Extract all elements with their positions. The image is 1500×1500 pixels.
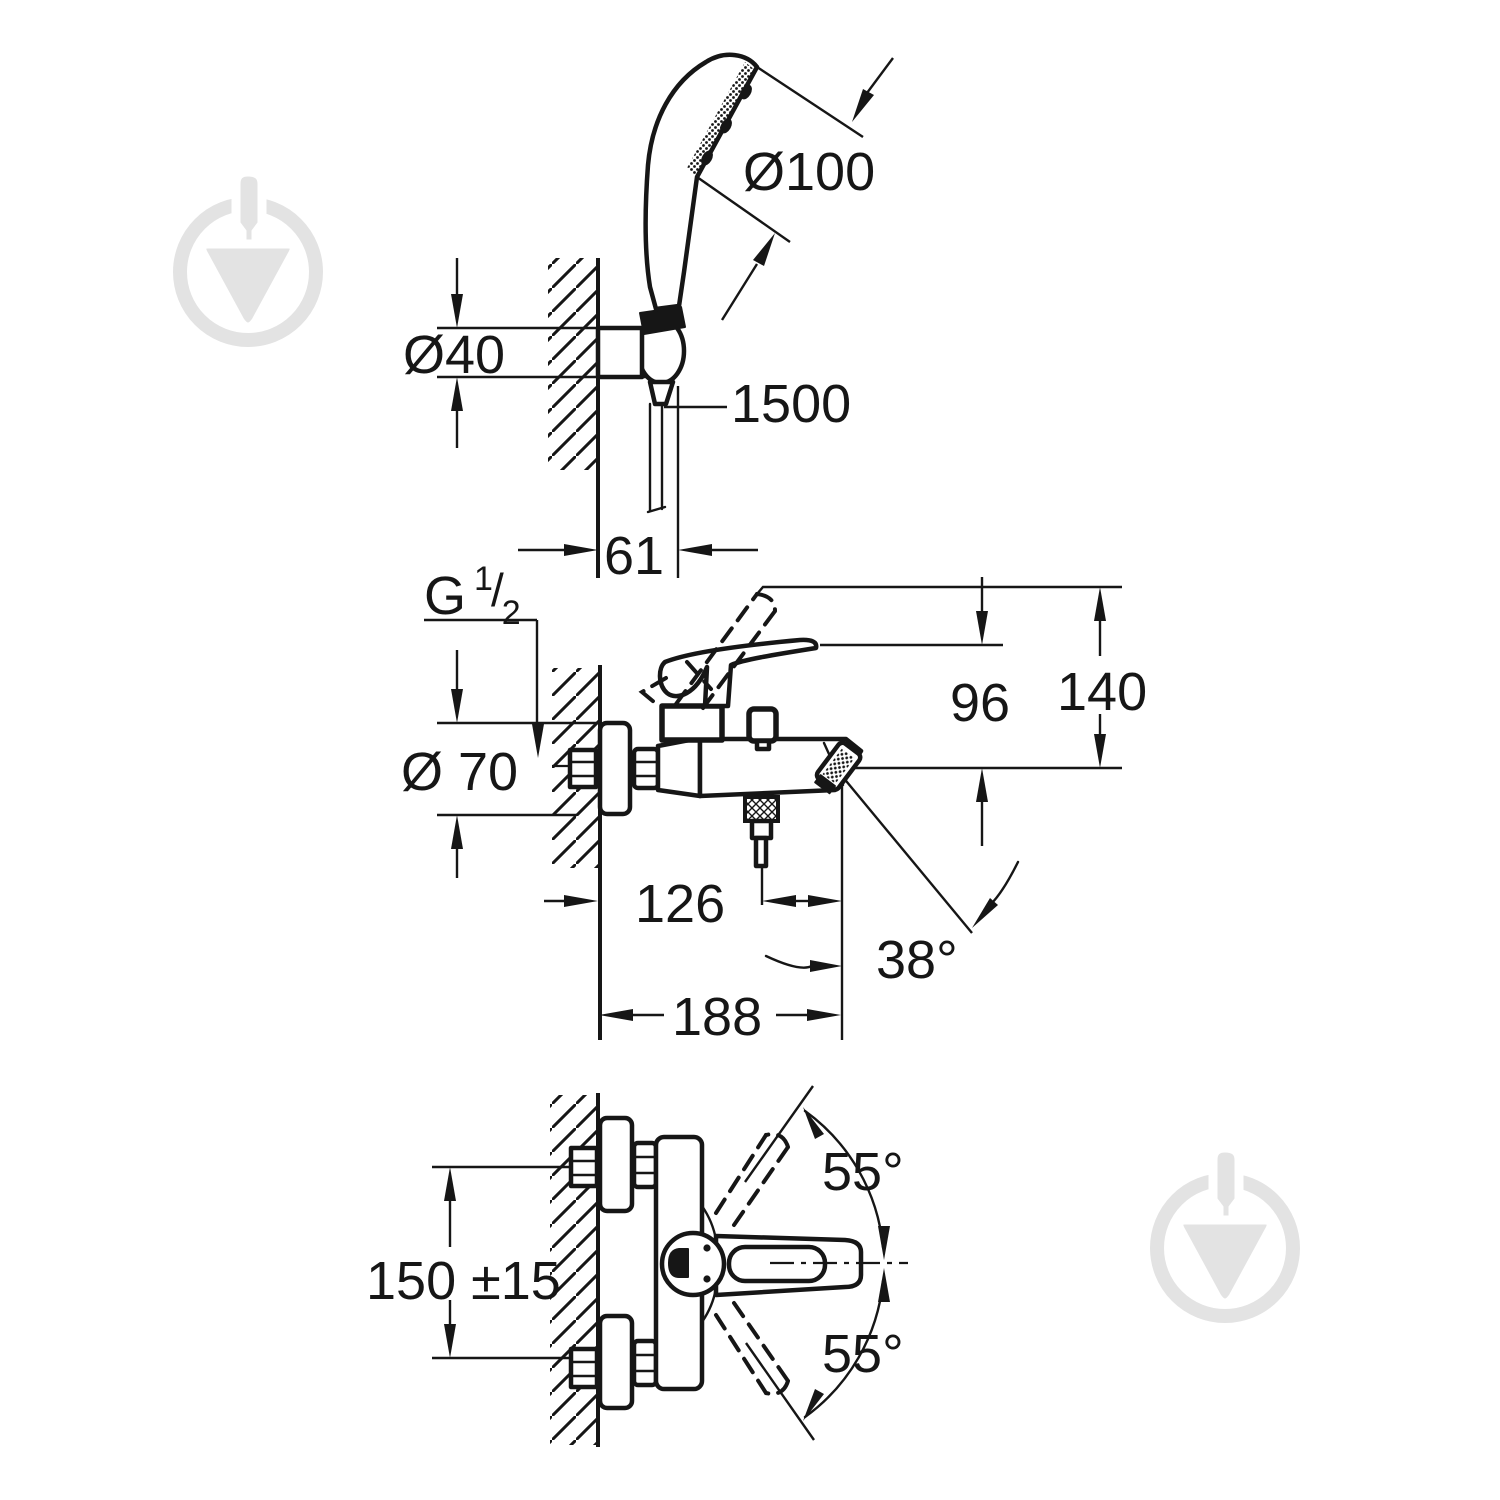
- union-nut: [631, 1140, 659, 1388]
- hose-connector: [647, 379, 676, 407]
- label-swing-bottom: 55°: [822, 1324, 904, 1384]
- escutcheon: [597, 1313, 635, 1411]
- spout-aerator: [814, 740, 863, 795]
- dim-escutcheon-diameter: Ø 70: [401, 650, 598, 878]
- dim-swing-top: 55°: [744, 1085, 904, 1260]
- diverter-knob: [746, 706, 779, 752]
- spout-angle-line: [841, 775, 973, 934]
- union-nut: [631, 746, 661, 791]
- shower-hose: [646, 402, 667, 514]
- label-holder-depth: 61: [604, 526, 664, 586]
- trowel-watermark-icon: [1150, 1143, 1300, 1323]
- holder-arm: [595, 325, 645, 380]
- label-reach-diverter: 126: [635, 874, 725, 934]
- spray-face: [687, 62, 755, 177]
- dim-reach-total: 188: [599, 987, 841, 1047]
- wall-hatch: [548, 258, 598, 470]
- wall-union: [568, 1145, 600, 1390]
- ref-line-handle-raised: [756, 585, 1122, 595]
- dim-spout-angle: 38°: [764, 860, 1020, 990]
- body-cone: [655, 735, 703, 799]
- dim-reach-diverter: 126: [544, 874, 842, 934]
- label-spout-angle: 38°: [876, 930, 958, 990]
- pivot-mark: [668, 1248, 689, 1278]
- cartridge-base: [659, 703, 725, 743]
- dim-hole-distance: 150 ±15: [366, 1165, 592, 1360]
- label-hose-length: 1500: [731, 374, 851, 434]
- dim-head-diameter: [696, 57, 894, 321]
- view-hand-shower: Ø100 Ø40 1500 61: [403, 52, 894, 586]
- label-head-diameter: Ø100: [743, 142, 875, 202]
- dim-swing-bottom: 55°: [745, 1268, 904, 1441]
- label-swing-top: 55°: [822, 1142, 904, 1202]
- dim-holder-depth: [518, 386, 758, 578]
- dim-height-to-spout: 96: [950, 577, 1010, 846]
- label-height-total: 140: [1057, 662, 1147, 722]
- view-mixer-swing: 150 ±15: [366, 1085, 908, 1447]
- wall-union: [567, 747, 599, 790]
- label-height-to-spout: 96: [950, 673, 1010, 733]
- lever-handle-raised-dashed: [638, 592, 777, 710]
- label-holder-diameter: Ø40: [403, 325, 505, 385]
- label-reach-total: 188: [672, 987, 762, 1047]
- diverter-pull: [743, 795, 780, 905]
- label-escutcheon-diameter: Ø 70: [401, 742, 518, 802]
- label-hole-distance: 150 ±15: [366, 1251, 561, 1311]
- trowel-watermark-icon: [173, 167, 323, 347]
- shower-head: [643, 52, 760, 312]
- escutcheon: [597, 1115, 635, 1214]
- dim-height-total: 140: [1057, 587, 1147, 768]
- holder-clamp: [639, 306, 686, 335]
- escutcheon: [597, 720, 633, 817]
- lever-handle: [657, 637, 819, 709]
